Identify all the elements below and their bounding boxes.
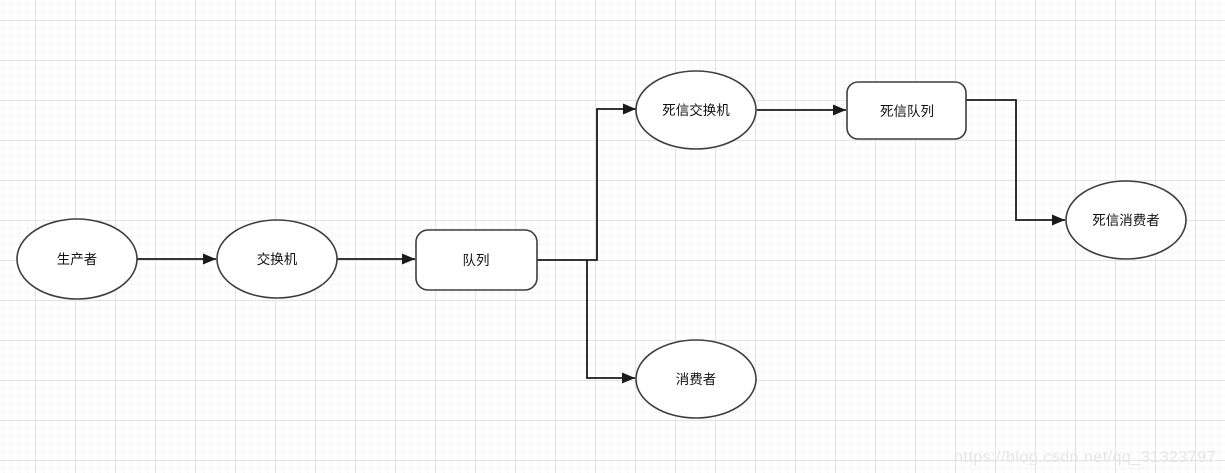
dead-letter-consumer-label: 死信消费者: [1092, 213, 1160, 228]
connector-dead-letter-queue-dead-letter-consumer: [966, 99, 1065, 226]
connector-queue-dead-letter-exchange: [537, 103, 636, 261]
producer-ellipse: [16, 218, 138, 300]
producer-label: 生产者: [57, 252, 98, 267]
dead-letter-exchange-label: 死信交换机: [662, 102, 730, 118]
watermark: https://blog.csdn.net/qq_31323797: [953, 449, 1216, 466]
node-dead-letter-consumer: 死信消费者: [1065, 180, 1187, 260]
dead-letter-exchange-ellipse: [635, 70, 757, 150]
consumer-ellipse: [635, 339, 757, 419]
consumer-label: 消费者: [676, 372, 717, 387]
queue-rect: [415, 229, 538, 291]
dead-letter-queue-rect: [846, 81, 967, 140]
node-exchange: 交换机: [216, 219, 338, 299]
exchange-ellipse: [216, 219, 338, 299]
dead-letter-consumer-ellipse: [1065, 180, 1187, 260]
node-producer: 生产者: [16, 218, 138, 300]
node-consumer: 消费者: [635, 339, 757, 419]
connectors: [137, 99, 1065, 384]
queue-label: 队列: [463, 253, 490, 268]
dead-letter-queue-label: 死信队列: [880, 104, 934, 119]
exchange-label: 交换机: [257, 251, 298, 267]
node-dead-letter-queue: 死信队列: [846, 81, 967, 140]
node-queue: 队列: [415, 229, 538, 291]
node-dead-letter-exchange: 死信交换机: [635, 70, 757, 150]
connector-queue-consumer: [586, 260, 635, 384]
